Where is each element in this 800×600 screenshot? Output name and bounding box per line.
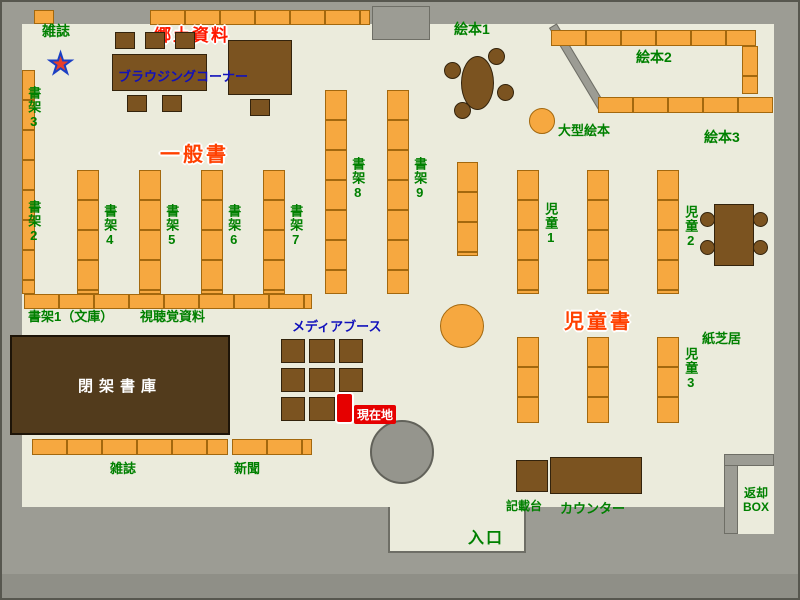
chair	[127, 95, 147, 112]
label-jido2: 児童2	[683, 205, 699, 249]
label-magazine-bottom: 雑誌	[110, 461, 137, 476]
label-shelf-6: 書架6	[226, 204, 242, 248]
label-shelf-5: 書架5	[164, 204, 180, 248]
children-chair	[753, 212, 768, 227]
children-table	[714, 204, 754, 266]
media-booth-seat	[309, 368, 335, 392]
label-return-box-line1: 返却	[743, 486, 768, 500]
wall-top-block	[372, 6, 430, 40]
shelf-jido-3	[657, 337, 679, 423]
label-jido3: 児童3	[683, 347, 699, 391]
label-shelf-3: 書架3	[26, 86, 42, 130]
shelf-corner-topright	[742, 46, 758, 94]
label-general-books: 一般書	[160, 144, 229, 166]
label-return-box-line2: BOX	[742, 500, 769, 515]
children-chair	[700, 240, 715, 255]
label-shelf-1-bunko: 書架1（文庫）	[28, 309, 114, 324]
label-children-books: 児童書	[564, 311, 633, 333]
media-booth-seat	[339, 368, 363, 392]
label-newspaper: 新聞	[234, 461, 261, 476]
shelf-6	[201, 170, 223, 294]
shelf-7	[263, 170, 285, 294]
children-chair	[753, 240, 768, 255]
pillar	[370, 420, 434, 484]
entrance-vestibule	[388, 507, 526, 553]
shelf-jido-mid	[587, 170, 609, 294]
storytime-seat	[488, 48, 505, 65]
label-browsing-corner: ブラウジングコーナー	[118, 69, 249, 84]
shelf-8	[325, 90, 347, 294]
label-av-materials: 視聴覚資料	[140, 309, 206, 324]
chair	[115, 32, 135, 49]
shelf-corner-topleft	[34, 10, 54, 24]
label-entrance: 入口	[468, 530, 505, 547]
storytime-seat	[454, 102, 471, 119]
shelf-jido-1	[517, 170, 539, 294]
media-booth-seat	[281, 339, 305, 363]
chair	[162, 95, 182, 112]
chair	[145, 32, 165, 49]
shelf-center	[457, 162, 478, 256]
media-booth-seat	[339, 339, 363, 363]
label-ehon3: 絵本3	[704, 129, 740, 145]
closed-stacks-room: 閉架書庫	[10, 335, 230, 435]
bottom-outer-strip	[2, 574, 798, 598]
label-counter: カウンター	[560, 501, 626, 516]
label-shelf-8: 書架8	[350, 157, 366, 201]
shelf-1-av-bar	[24, 294, 312, 309]
media-booth-seat	[309, 397, 335, 421]
media-booth-seat	[309, 339, 335, 363]
label-shelf-4: 書架4	[102, 204, 118, 248]
label-ehon1: 絵本1	[454, 21, 490, 37]
wall-returnbox-top	[724, 454, 774, 466]
shelf-newspaper	[232, 439, 312, 455]
media-booth-seat	[281, 397, 305, 421]
chair	[250, 99, 270, 116]
returnbox-floor	[738, 466, 774, 534]
large-ehon-table	[529, 108, 555, 134]
shelf-ehon3	[598, 97, 773, 113]
label-return-box: 返却 BOX	[736, 486, 776, 515]
label-large-ehon: 大型絵本	[558, 123, 611, 138]
label-shelf-2: 書架2	[26, 200, 42, 244]
current-location-marker	[335, 392, 354, 424]
star-icon: ★	[47, 48, 74, 79]
shelf-ehon2	[551, 30, 756, 46]
label-magazine-top: 雑誌	[42, 23, 70, 39]
browsing-table-2	[228, 40, 292, 95]
storytime-seat	[461, 56, 494, 110]
shelf-magazine-bottom	[32, 439, 228, 455]
label-current-location: 現在地	[354, 405, 397, 424]
storytime-seat	[444, 62, 461, 79]
round-table	[440, 304, 484, 348]
label-shelf-9: 書架9	[412, 157, 428, 201]
storytime-seat	[497, 84, 514, 101]
shelf-jido-low-1	[517, 337, 539, 423]
children-chair	[700, 212, 715, 227]
shelf-jido-low-2	[587, 337, 609, 423]
label-jido1: 児童1	[543, 202, 559, 246]
label-media-booth: メディアブース	[292, 319, 382, 334]
browsing-table-1	[112, 54, 207, 91]
counter-desk	[550, 457, 642, 494]
shelf-4	[77, 170, 99, 294]
shelf-jido-2	[657, 170, 679, 294]
label-closed-stacks: 閉架書庫	[77, 377, 162, 395]
label-kisaidai: 記載台	[506, 499, 543, 513]
label-kamishibai: 紙芝居	[702, 331, 742, 346]
shelf-9	[387, 90, 409, 294]
chair	[175, 32, 195, 49]
shelf-local-history	[150, 10, 370, 25]
media-booth-seat	[281, 368, 305, 392]
shelf-5	[139, 170, 161, 294]
label-shelf-7: 書架7	[288, 204, 304, 248]
shelf-leftwall	[22, 70, 35, 294]
label-ehon2: 絵本2	[636, 49, 672, 65]
kisaidai-desk	[516, 460, 548, 492]
